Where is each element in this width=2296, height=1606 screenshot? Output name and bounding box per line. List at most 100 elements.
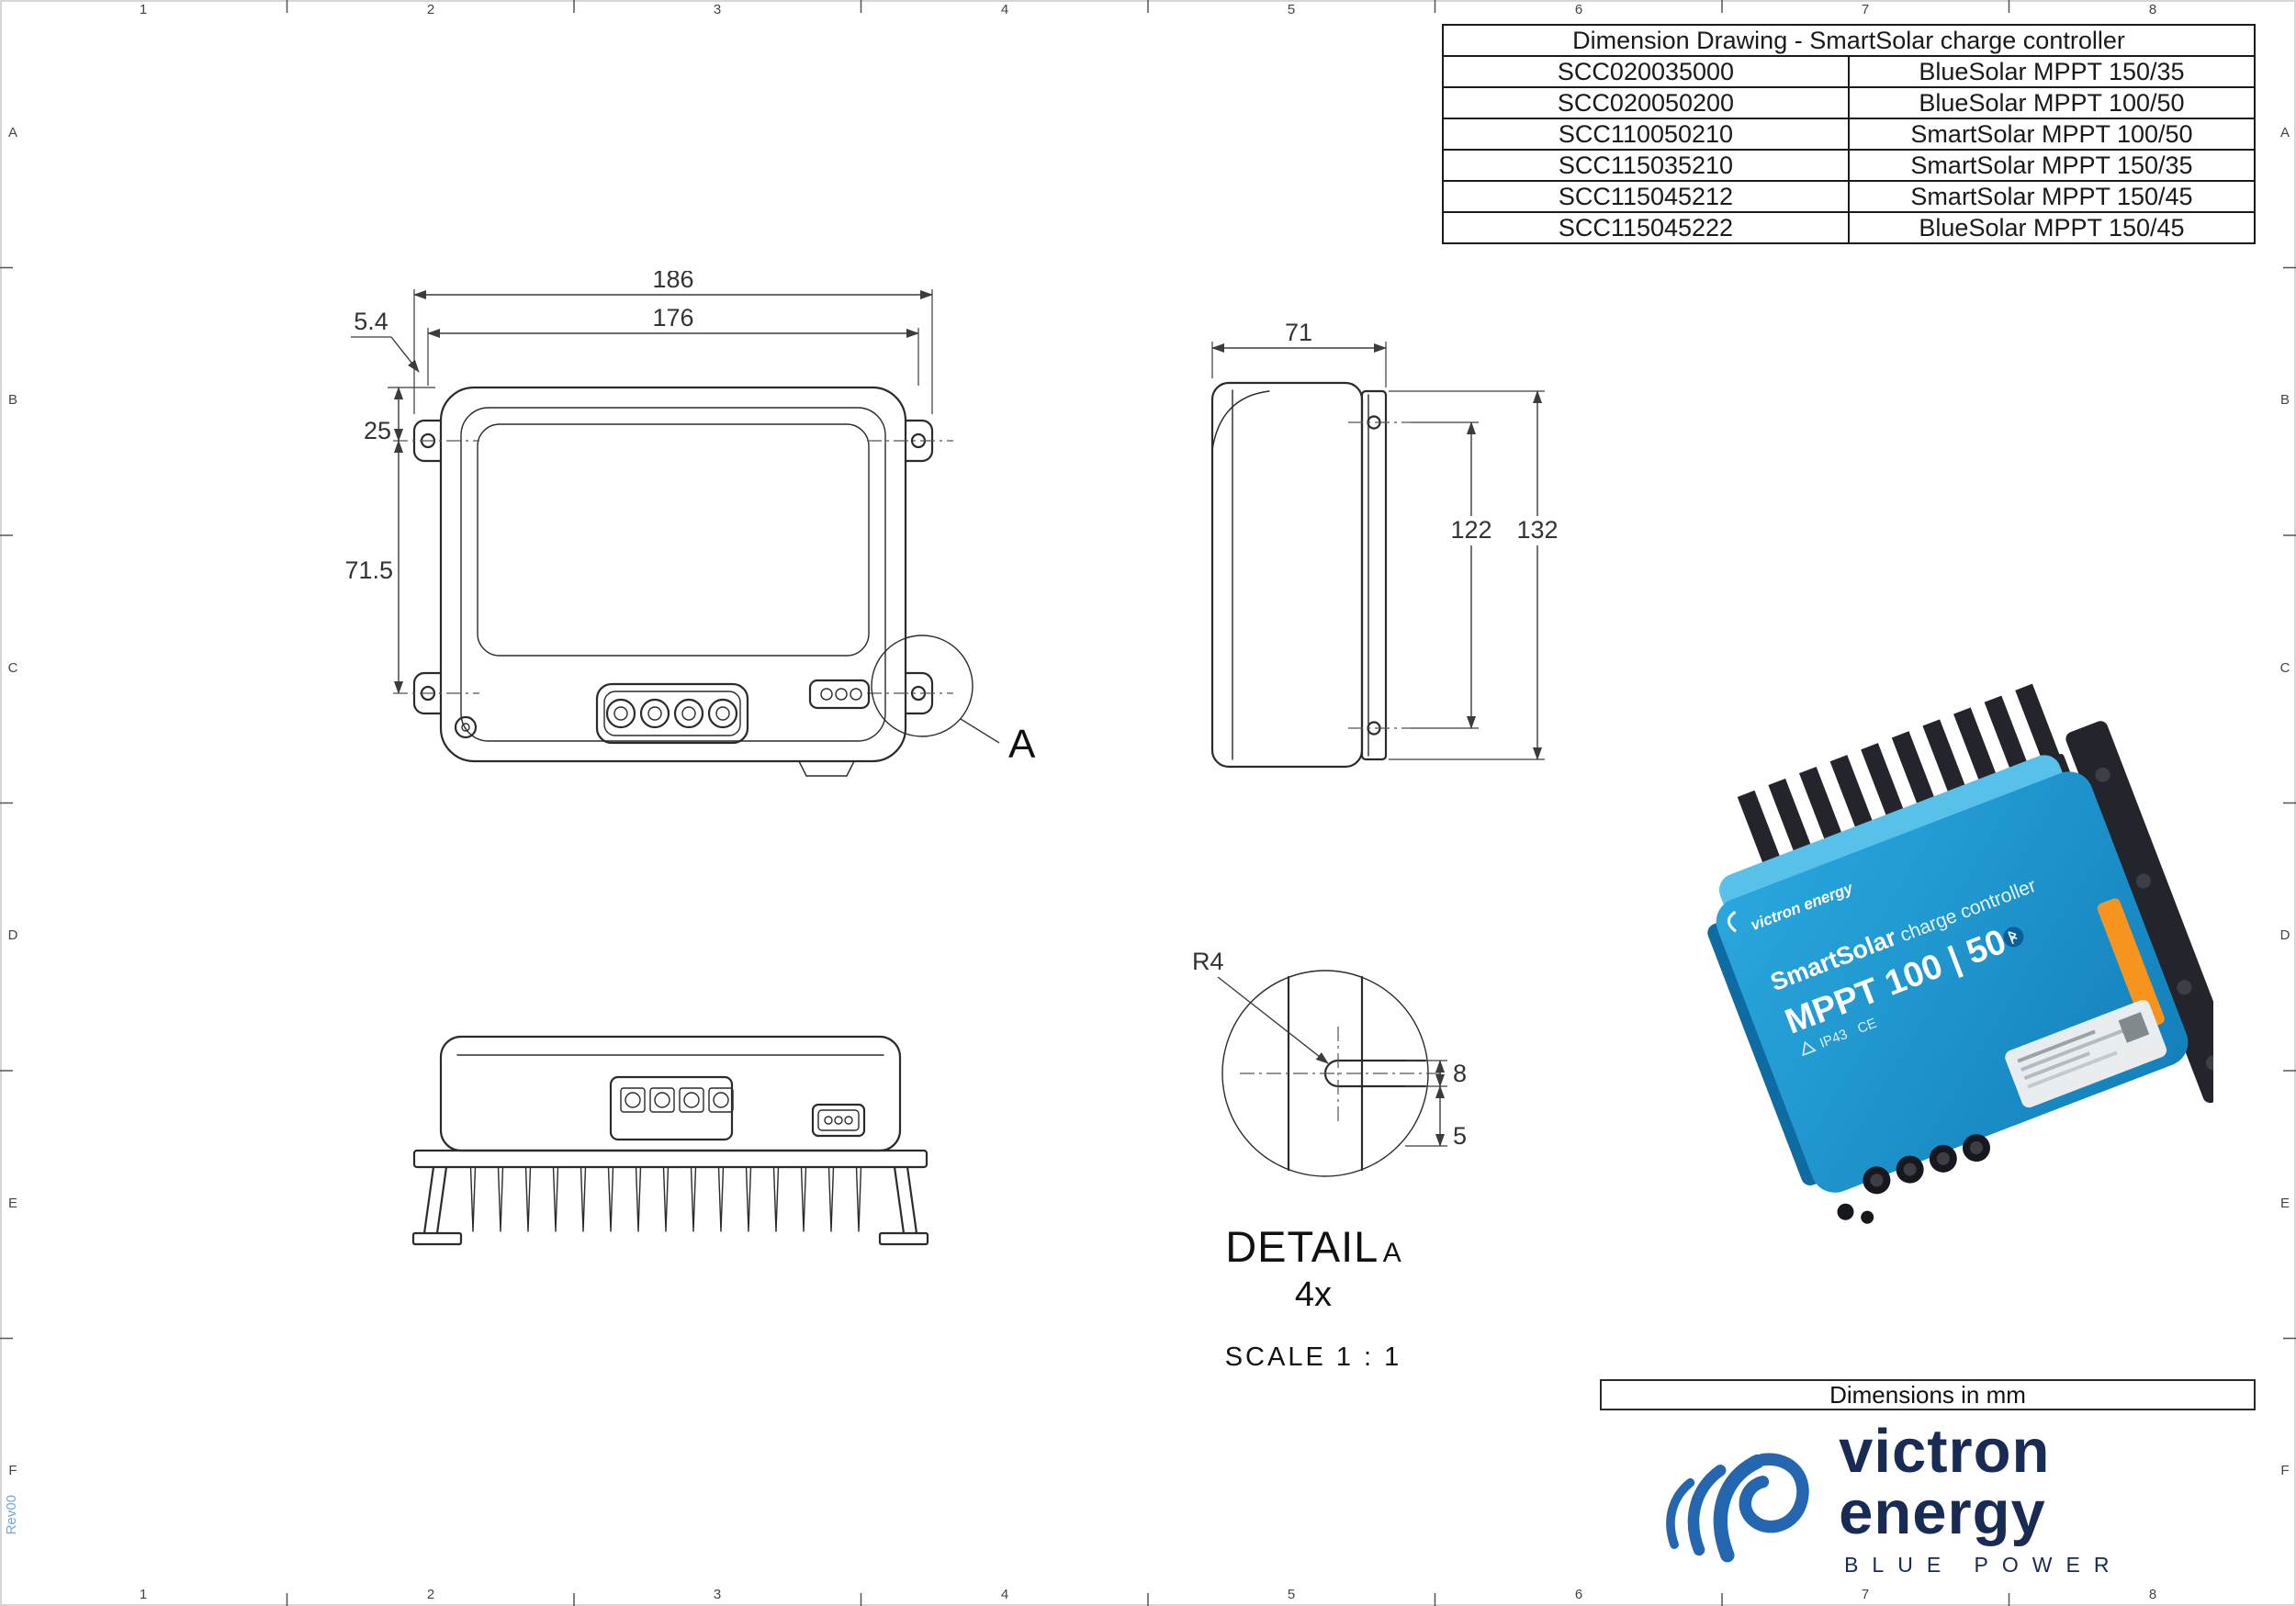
table-row: SCC115035210 SmartSolar MPPT 150/35 [1442,149,2256,182]
detail-dimensions: R4 8 5 [1192,948,1467,1150]
side-view-body [1210,381,1411,769]
terminal-block-bottom [609,1075,734,1141]
dimension-label: 132 [1516,516,1558,544]
grid-row-label: C [2279,660,2290,676]
grid-col-label: 6 [1574,2,1583,17]
dimension-label: 71.5 [344,556,393,584]
grid-col-label: 5 [1287,2,1296,17]
grid-col-label: 4 [1000,2,1009,17]
dimension-label: 5.4 [354,308,388,335]
table-row: SCC110050210 SmartSolar MPPT 100/50 [1442,118,2256,151]
dimensions-note: Dimensions in mm [1829,1380,2026,1409]
part-code: SCC020035000 [1442,55,1850,88]
product-render: victron energy SmartSolar charge control… [1707,683,2213,1224]
part-name: BlueSolar MPPT 150/45 [1848,211,2256,244]
grid-row-label: E [7,1196,17,1211]
grid-col-label: 6 [1574,1587,1583,1602]
product-spec-label [2005,999,2167,1108]
mount-feet [411,1165,929,1246]
grid-col-label: 4 [1000,1587,1009,1602]
product-orange-label [2097,898,2165,1029]
front-dimensions: 186 176 5.4 25 71.5 [344,271,933,694]
detail-quantity: 4x [1294,1275,1333,1314]
bottom-tab [798,760,855,777]
victron-wordmark-block: victron energy BLUE POWER [1839,1421,2259,1578]
detail-scale: SCALE 1 : 1 [1224,1342,1402,1372]
heatsink-fins [469,1166,862,1232]
dimension-label: 71 [1285,319,1312,346]
part-name: SmartSolar MPPT 150/35 [1848,149,2256,182]
terminal-block [595,682,749,745]
part-name: BlueSolar MPPT 100/50 [1848,86,2256,119]
mounting-holes [420,432,927,702]
grid-col-label: 8 [2148,1587,2157,1602]
grid-row-label: F [2280,1463,2290,1478]
grid-row-label: E [2279,1196,2290,1211]
part-code: SCC020050200 [1442,86,1850,119]
ground-screw [454,715,478,739]
victron-swirl-icon [1666,1453,1809,1562]
grid-col-label: 3 [713,1587,722,1602]
grid-row-label: F [8,1463,17,1478]
bottom-view-body [411,1035,929,1246]
grid-row-label: B [7,392,17,408]
victron-tagline: BLUE POWER [1844,1553,2123,1577]
grid-col-label: 3 [713,2,722,17]
grid-col-label: 8 [2148,2,2157,17]
detail-view-drawing: R4 8 5 [1192,948,1467,1177]
table-row: SCC115045222 BlueSolar MPPT 150/45 [1442,211,2256,244]
part-code: SCC115045222 [1442,211,1850,244]
product-terminals [1837,1134,1990,1224]
part-name: BlueSolar MPPT 150/35 [1848,55,2256,88]
grid-col-label: 1 [139,2,148,17]
front-view-drawing: A 186 176 5.4 25 71.5 [344,271,1036,777]
bottom-view-drawing [411,1035,929,1246]
part-name: SmartSolar MPPT 150/45 [1848,180,2256,213]
grid-col-label: 2 [426,1587,435,1602]
dimension-label: 5 [1453,1122,1467,1150]
radius-label: R4 [1192,948,1224,975]
dimension-label: 186 [652,271,693,293]
victron-swirl-mini [1727,910,1738,933]
grid-row-label: A [7,125,17,140]
product-bracket [2065,721,2213,1104]
table-row: SCC020050200 BlueSolar MPPT 100/50 [1442,86,2256,119]
table-row: SCC115045212 SmartSolar MPPT 150/45 [1442,180,2256,213]
title-block-table: Dimension Drawing - SmartSolar charge co… [1442,24,2256,244]
warning-icon [1802,1040,1817,1057]
part-name: SmartSolar MPPT 100/50 [1848,118,2256,151]
dimension-label: 8 [1453,1060,1467,1087]
front-view-body [393,386,953,777]
bluetooth-icon [2003,927,2024,948]
grid-row-label: C [7,660,18,676]
grid-col-label: 2 [426,2,435,17]
part-code: SCC110050210 [1442,118,1850,151]
dimension-label: 122 [1450,516,1491,544]
ve-direct-connector [808,679,871,710]
dimension-label: 25 [364,417,391,444]
grid-row-label: B [2279,392,2290,408]
detail-marker-label: A [1008,722,1036,767]
dimensions-note-box: Dimensions in mm [1600,1379,2256,1410]
revision-label: Rev00 [4,1495,19,1535]
victron-wordmark: victron energy [1839,1417,2051,1547]
detail-marker: A [871,635,1036,767]
drawing-title: Dimension Drawing - SmartSolar charge co… [1442,24,2256,57]
dimension-label: 176 [652,304,693,331]
side-dimensions: 71 122 132 [1211,319,1561,760]
detail-caption: DETAIL A 4x SCALE 1 : 1 [1176,1221,1451,1373]
table-row: SCC020035000 BlueSolar MPPT 150/35 [1442,55,2256,88]
detail-title: DETAIL [1225,1222,1379,1271]
grid-col-label: 7 [1861,2,1870,17]
grid-col-label: 5 [1287,1587,1296,1602]
part-code: SCC115035210 [1442,149,1850,182]
side-view-drawing: 71 122 132 [1210,319,1561,769]
ce-mark: CE [1855,1016,1879,1037]
grid-row-label: D [7,927,18,943]
grid-row-label: A [2279,125,2290,140]
victron-logo: victron energy BLUE POWER [1653,1421,2259,1578]
part-code: SCC115045212 [1442,180,1850,213]
